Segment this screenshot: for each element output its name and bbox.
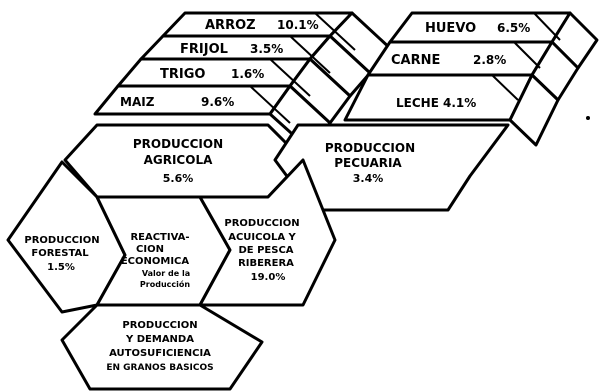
acuicola-value: 19.0% [251,272,286,283]
agricola-line1: PRODUCCION [133,137,223,151]
agricola-hex: PRODUCCION AGRICOLA 5.6% [63,123,305,199]
demanda-hex: PRODUCCION Y DEMANDA AUTOSUFICIENCIA EN … [60,303,264,391]
center-line2: CION [136,244,164,255]
bar-leche: LECHE 4.1% [343,73,560,147]
bar-frijol-name: FRIJOL [180,42,228,57]
bar-frijol-value: 3.5% [250,42,283,56]
bar-huevo: HUEVO 6.5% [388,11,599,70]
bar-leche-value: 4.1% [443,96,476,110]
acuicola-line3: DE PESCA [238,245,293,256]
pecuaria-hex: PRODUCCION PECUARIA 3.4% [273,123,510,212]
bar-maiz-name: MAIZ [120,95,155,109]
center-line4: Valor de la [142,269,190,278]
center-hex: REACTIVA- CION ECONOMICA Valor de la Pro… [95,195,232,307]
bar-trigo-value: 1.6% [231,67,264,81]
bar-huevo-name: HUEVO [425,21,476,36]
acuicola-line2: ACUICOLA Y [228,232,296,243]
bar-carne-name: CARNE [391,53,440,68]
demanda-line4: EN GRANOS BASICOS [106,363,213,373]
acuicola-line4: RIBERERA [238,258,294,269]
center-line5: Producción [140,279,190,289]
center-line3: ECONOMICA [121,256,190,267]
demanda-line3: AUTOSUFICIENCIA [109,348,211,359]
pecuaria-line1: PRODUCCION [325,141,415,155]
pecuaria-bars-group: HUEVO 6.5% CARNE 2.8% LECHE 4.1% [343,11,599,147]
acuicola-line1: PRODUCCION [224,218,299,229]
dot-mark [586,116,590,120]
pecuaria-value: 3.4% [353,172,384,185]
center-line1: REACTIVA- [130,232,189,243]
bar-trigo-name: TRIGO [160,67,205,82]
bar-arroz-name: ARROZ [205,18,256,33]
agricola-line2: AGRICOLA [144,153,213,167]
bar-arroz-value: 10.1% [277,18,319,32]
forestal-line1: PRODUCCION [24,235,99,246]
demanda-line2: Y DEMANDA [125,334,194,345]
bar-carne-value: 2.8% [473,53,506,67]
bar-carne: CARNE 2.8% [366,40,580,102]
acuicola-hex: PRODUCCION ACUICOLA Y DE PESCA RIBERERA … [198,158,337,307]
bar-leche-name: LECHE [396,96,439,110]
bar-huevo-value: 6.5% [497,21,530,35]
forestal-line2: FORESTAL [31,248,89,259]
bar-maiz-value: 9.6% [201,95,234,109]
pecuaria-line2: PECUARIA [334,156,402,170]
agricola-value: 5.6% [163,172,194,185]
demanda-line1: PRODUCCION [122,320,197,331]
forestal-value: 1.5% [47,262,75,273]
